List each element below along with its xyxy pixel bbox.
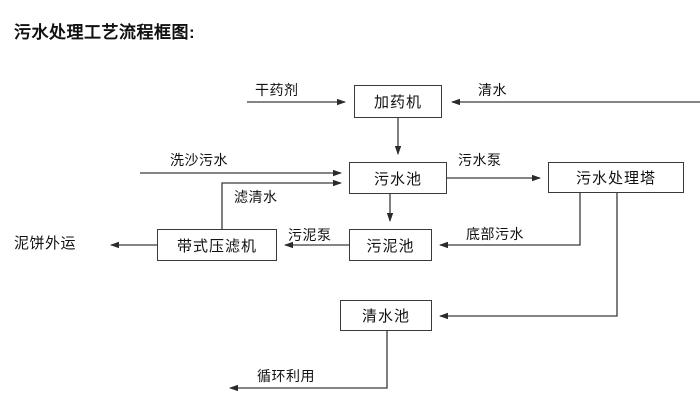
node-treatment-tower[interactable]: 污水处理塔 [548, 162, 684, 193]
edge-label-filtered-water: 滤清水 [234, 189, 278, 205]
edge-label-clean-water: 清水 [478, 82, 507, 98]
node-sludge-pool[interactable]: 污泥池 [349, 229, 432, 261]
edge-label-sludge-pump: 污泥泵 [288, 227, 332, 243]
edge-label-sand-wash-sewage: 洗沙污水 [170, 152, 228, 168]
node-label: 污水池 [373, 170, 422, 188]
node-label: 污水处理塔 [575, 170, 656, 187]
edge-label-recycle-reuse: 循环利用 [257, 368, 315, 384]
edge-tower-to-clear-water-pool [439, 193, 618, 320]
edge-label-dry-agent: 干药剂 [255, 82, 299, 98]
node-sewage-pool[interactable]: 污水池 [349, 162, 447, 194]
edge-clear-water-pool-to-recycle [229, 331, 388, 392]
page-title: 污水处理工艺流程框图: [14, 23, 196, 42]
node-label: 加药机 [373, 94, 422, 111]
terminal-label-mud-cake-out: 泥饼外运 [14, 235, 77, 252]
node-belt-filter-press[interactable]: 带式压滤机 [157, 229, 277, 261]
edge-label-bottom-sewage: 底部污水 [466, 226, 524, 242]
node-label: 污泥池 [366, 237, 415, 255]
edge-tower-to-sludge-pool [439, 193, 581, 249]
node-label: 清水池 [361, 308, 410, 325]
node-label: 带式压滤机 [176, 237, 257, 255]
edge-label-sewage-pump: 污水泵 [458, 152, 502, 168]
edge-filtered-water-to-sewage-pool [221, 179, 342, 229]
node-clear-water-pool[interactable]: 清水池 [340, 300, 432, 331]
node-dosing-machine[interactable]: 加药机 [354, 85, 442, 118]
